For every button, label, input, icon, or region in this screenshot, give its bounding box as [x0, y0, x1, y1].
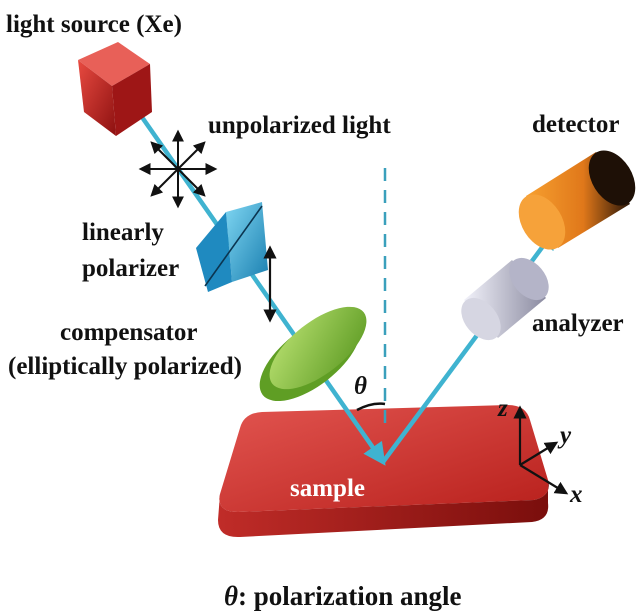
- theta-symbol: θ: [354, 373, 367, 400]
- linear-polarizer: [196, 202, 268, 292]
- axis-z-label: z: [497, 395, 508, 422]
- polarizer-label: polarizer: [82, 255, 179, 282]
- sample-slab: [218, 405, 549, 538]
- axis-y-label: y: [557, 422, 572, 449]
- detector-label: detector: [532, 111, 619, 138]
- coordinate-axes: [513, 405, 569, 495]
- sample-label: sample: [290, 475, 365, 502]
- compensator-label: compensator: [60, 319, 197, 346]
- linearly-label: linearly: [82, 219, 164, 246]
- analyzer-label: analyzer: [532, 310, 624, 337]
- analyzer-cylinder: [461, 257, 549, 341]
- elliptically-polarized-label: (elliptically polarized): [8, 353, 242, 380]
- caption-symbol: θ: [224, 581, 238, 611]
- caption-text: : polarization angle: [238, 581, 462, 611]
- light-source-label: light source (Xe): [6, 11, 182, 38]
- caption: θ: polarization angle: [224, 581, 462, 611]
- unpolarized-light-symbol: [138, 129, 218, 209]
- compensator-disc: [259, 306, 367, 402]
- light-source-box: [78, 42, 152, 136]
- detector-cylinder: [518, 150, 636, 250]
- theta-angle-arc: [356, 402, 386, 412]
- unpolarized-light-label: unpolarized light: [208, 112, 391, 139]
- axis-x-label: x: [569, 481, 583, 508]
